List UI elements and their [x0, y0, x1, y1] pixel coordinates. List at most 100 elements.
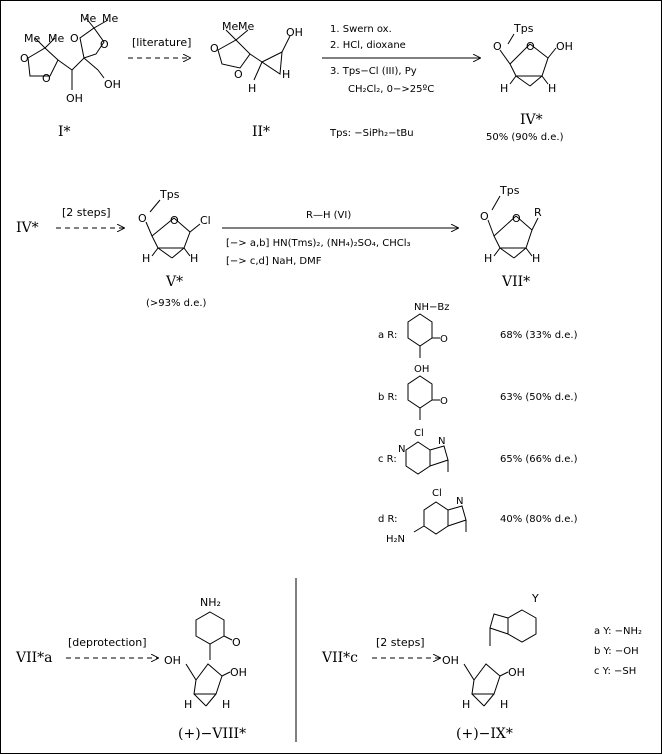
compound-VII-label: VII* — [501, 274, 530, 290]
oh-label: OH — [508, 666, 525, 679]
arrow-literature-label: [literature] — [132, 36, 191, 49]
structure-V: Tps O O Cl H H — [138, 188, 211, 265]
oh-label: OH — [286, 26, 303, 39]
o-label: O — [42, 72, 51, 85]
compound-I-label: I* — [58, 124, 71, 140]
oh-label: OH — [556, 40, 573, 53]
oh-label: OH — [66, 92, 83, 105]
substituent-yield: 40% (80% d.e.) — [500, 514, 578, 525]
compound-IV-label: IV* — [520, 112, 543, 128]
h-label: H — [248, 82, 256, 95]
h-label: H — [484, 252, 492, 265]
me-label: Me — [80, 12, 96, 25]
de-V: (>93% d.e.) — [146, 298, 207, 309]
compound-VIIa-start: VII*a — [15, 650, 53, 666]
tps-label: Tps — [499, 184, 520, 197]
me-label: Me — [222, 20, 238, 33]
y-option-a: a Y: −NH₂ — [594, 626, 642, 637]
conditions-cd: [−> c,d] NaH, DMF — [226, 256, 322, 267]
substituent-yield: 65% (66% d.e.) — [500, 454, 578, 465]
substituent-label: c R: — [378, 454, 397, 465]
o-label: O — [512, 212, 521, 225]
substituent-c: c R: Cl N N 65% (66% d.e.) — [378, 428, 578, 475]
conditions-ab: [−> a,b] HN(Tms)₂, (NH₄)₂SO₄, CHCl₃ — [226, 238, 410, 249]
oh-label: OH — [442, 654, 459, 667]
h-label: H — [532, 252, 540, 265]
me-label: Me — [102, 12, 118, 25]
compound-IV-start: IV* — [16, 220, 39, 236]
oh-label: OH — [104, 78, 121, 91]
structure-I: Me Me O O Me Me O O OH OH — [20, 12, 121, 105]
step-1: 1. Swern ox. — [330, 24, 392, 35]
compound-II-label: II* — [252, 124, 270, 140]
substituent-yield: 68% (33% d.e.) — [500, 330, 578, 341]
o-label: O — [20, 52, 29, 65]
r-label: R — [534, 206, 542, 219]
substituent-group: Cl — [432, 488, 442, 499]
substituent-label: a R: — [378, 330, 397, 341]
structure-II: Me Me O O OH H H — [210, 20, 303, 95]
step-2: 2. HCl, dioxane — [330, 40, 406, 51]
o-label: O — [493, 40, 502, 53]
n-label: N — [438, 436, 445, 447]
h-label: H — [282, 68, 290, 81]
cl-label: Cl — [200, 214, 211, 227]
step-3-conditions: CH₂Cl₂, 0−>25ºC — [348, 84, 434, 95]
o-label: O — [526, 40, 535, 53]
reagent-VI: R—H (VI) — [306, 210, 351, 221]
substituent-group: Cl — [414, 428, 424, 439]
tps-label: Tps — [513, 22, 534, 35]
structure-IX: Y OH OH H H — [442, 592, 539, 711]
substituent-group: NH−Bz — [414, 302, 450, 313]
structure-IV: Tps O O OH H H — [493, 22, 573, 95]
oh-label: OH — [164, 654, 181, 667]
o-label: O — [480, 210, 489, 223]
substituent-group: OH — [414, 364, 429, 375]
o-label: O — [232, 636, 241, 649]
h-label: H — [462, 698, 470, 711]
y-label: Y — [531, 592, 539, 605]
h2n-label: H₂N — [386, 534, 405, 545]
o-label: O — [210, 42, 219, 55]
me-label: Me — [24, 32, 40, 45]
o-label: O — [138, 212, 147, 225]
substituent-a: a R: NH−Bz O 68% (33% d.e.) — [378, 302, 578, 358]
me-label: Me — [48, 32, 64, 45]
arrow-2-steps-label: [2 steps] — [62, 206, 111, 219]
arrow-2-steps-b-label: [2 steps] — [376, 636, 425, 649]
h-label: H — [184, 698, 192, 711]
h-label: H — [548, 82, 556, 95]
h-label: H — [500, 82, 508, 95]
n-label: N — [398, 444, 405, 455]
tps-label: Tps — [159, 188, 180, 201]
y-option-c: c Y: −SH — [594, 666, 636, 677]
compound-VIIc-start: VII*c — [321, 650, 358, 666]
h-label: H — [142, 252, 150, 265]
substituent-label: b R: — [378, 392, 398, 403]
compound-IX-label: (+)−IX* — [456, 726, 513, 742]
structure-VII: Tps O O R H H — [480, 184, 542, 265]
step-3: 3. Tps−Cl (III), Py — [330, 66, 417, 77]
o-label: O — [440, 396, 448, 407]
oh-label: OH — [230, 666, 247, 679]
substituent-label: d R: — [378, 514, 398, 525]
o-label: O — [100, 38, 109, 51]
tps-definition: Tps: −SiPh₂−tBu — [329, 128, 414, 139]
compound-VIII-label: (+)−VIII* — [178, 726, 246, 742]
compound-V-label: V* — [165, 274, 183, 290]
yield-IV: 50% (90% d.e.) — [486, 132, 564, 143]
substituent-b: b R: OH O 63% (50% d.e.) — [378, 364, 578, 420]
o-label: O — [440, 334, 448, 345]
arrow-deprotection-label: [deprotection] — [68, 636, 147, 649]
y-option-b: b Y: −OH — [594, 646, 639, 657]
o-label: O — [70, 32, 79, 45]
me-label: Me — [238, 20, 254, 33]
substituent-d: d R: Cl H₂N N 40% (80% d.e.) — [378, 488, 578, 545]
h-label: H — [222, 698, 230, 711]
h-label: H — [500, 698, 508, 711]
nh2-label: NH₂ — [200, 596, 221, 609]
n-label: N — [456, 496, 463, 507]
structure-VIII: NH₂ O OH OH H H — [164, 596, 247, 711]
o-label: O — [170, 214, 179, 227]
